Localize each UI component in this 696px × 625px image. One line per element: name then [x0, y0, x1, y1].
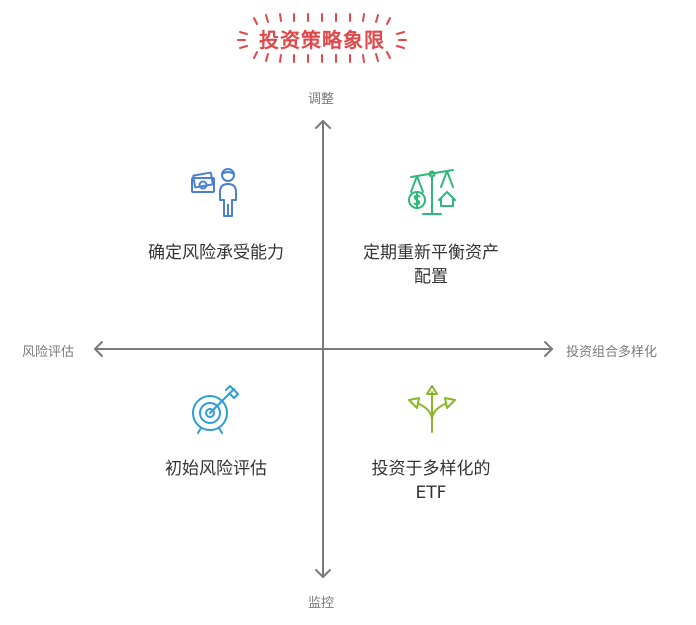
axis-label-left: 风险评估 [22, 345, 75, 360]
quadrant-label-top-right: 定期重新平衡资产 配置 [336, 241, 526, 289]
title-badge: 投资策略象限 [232, 12, 412, 64]
quadrant-label-bottom-right-line2: ETF [415, 483, 447, 503]
quadrant-label-top-right-line1: 定期重新平衡资产 [363, 243, 499, 263]
quadrant-label-bottom-right-line1: 投资于多样化的 [371, 459, 491, 479]
diverging-arrows-icon [408, 385, 456, 433]
quadrant-label-bottom-left: 初始风险评估 [165, 459, 267, 479]
quadrant-label-top-right-line2: 配置 [414, 267, 448, 287]
quadrant-label-bottom-right: 投资于多样化的 ETF [336, 457, 526, 505]
target-arrow-icon [192, 385, 239, 434]
axis-label-top: 调整 [308, 92, 335, 107]
arrow-down-icon [315, 569, 331, 578]
quadrant-label-top-left: 确定风险承受能力 [148, 243, 284, 263]
axis-label-right: 投资组合多样化 [566, 345, 658, 360]
investor-money-icon [191, 168, 237, 217]
balance-scale-icon [408, 169, 456, 215]
arrow-left-icon [94, 341, 103, 357]
arrow-right-icon [544, 341, 553, 357]
axis-label-bottom: 监控 [308, 596, 335, 611]
arrow-up-icon [315, 120, 331, 129]
title-burst-decoration [237, 13, 407, 63]
page-title: 投资策略象限 [259, 28, 385, 52]
